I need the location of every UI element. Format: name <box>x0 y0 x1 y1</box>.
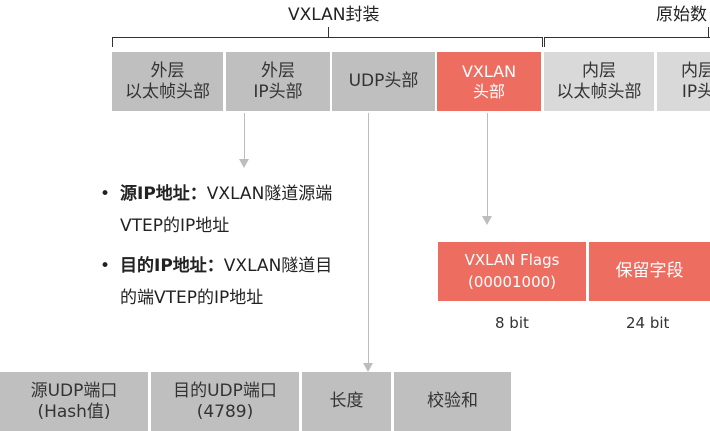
original-data-label: 原始数 <box>656 5 707 25</box>
udp-source-port-field: 源UDP端口(Hash值) <box>0 372 148 431</box>
vxlan-flags-bits: 8 bit <box>495 314 529 332</box>
bullet-destination-ip: •目的IP地址：VXLAN隧道目的端VTEP的IP地址 <box>100 256 333 308</box>
udp-length-field: 长度 <box>302 372 391 431</box>
vxlan-flags-field: VXLAN Flags(00001000) <box>438 242 586 301</box>
field-udp-header: UDP头部 <box>332 52 435 111</box>
field-outer-ethernet-header: 外层以太帧头部 <box>112 52 223 111</box>
field-inner-ethernet-header: 内层以太帧头部 <box>544 52 654 111</box>
vxlan-encap-label: VXLAN封装 <box>288 5 380 25</box>
ip-address-bullets: •源IP地址：VXLAN隧道源端VTEP的IP地址 •目的IP地址：VXLAN隧… <box>98 178 338 322</box>
reserved-bits: 24 bit <box>626 314 670 332</box>
reserved-field: 保留字段 <box>589 242 710 301</box>
udp-destination-port-field: 目的UDP端口(4789) <box>151 372 299 431</box>
bullet-source-ip: •源IP地址：VXLAN隧道源端VTEP的IP地址 <box>100 184 333 236</box>
udp-checksum-field: 校验和 <box>394 372 511 431</box>
